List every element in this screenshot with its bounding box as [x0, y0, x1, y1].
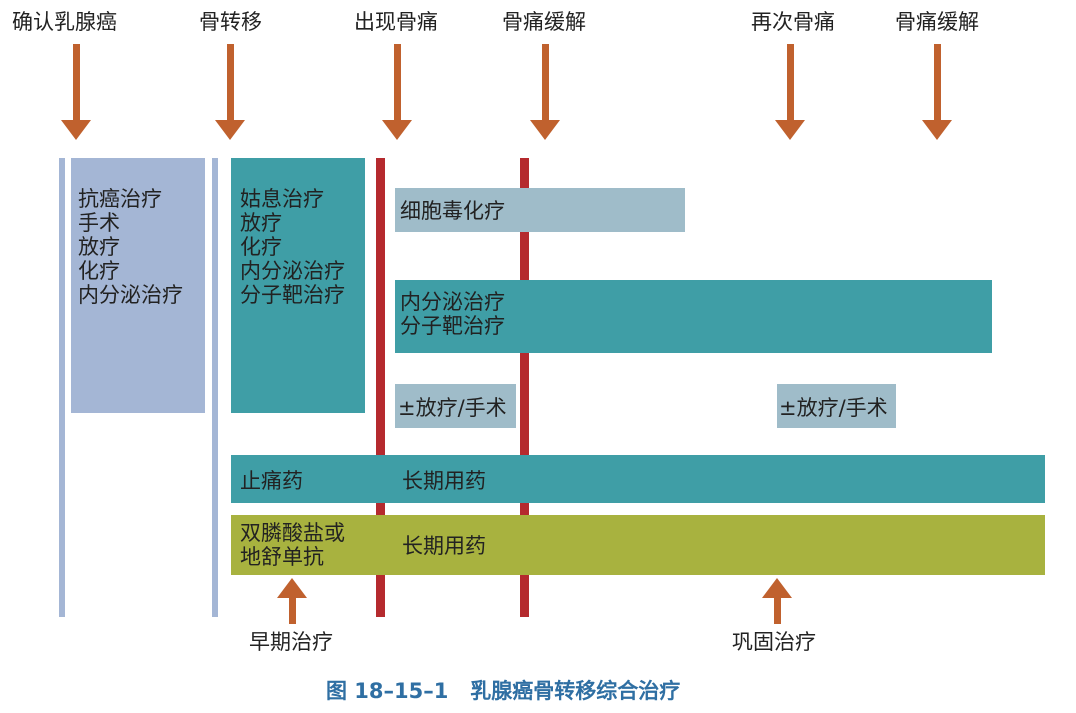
label-pain-onset: 出现骨痛	[354, 10, 438, 34]
timeline-bar-pain-onset	[376, 158, 385, 617]
consolidation-treatment-label: 巩固治疗	[732, 630, 816, 654]
endocrine-item: 内分泌治疗	[400, 290, 505, 314]
down-arrow-icon	[382, 44, 412, 140]
chemotherapy-bar	[395, 188, 685, 232]
palliative-treatment-box	[231, 158, 365, 413]
down-arrow-icon	[215, 44, 245, 140]
up-arrow-icon	[762, 578, 792, 624]
palliative-item: 分子靶治疗	[240, 283, 345, 307]
endocrine-targeted-bar	[395, 280, 992, 353]
anticancer-item: 放疗	[78, 235, 120, 259]
bisphosphonate-item: 地舒单抗	[240, 545, 324, 569]
timeline-bar-diagnosis	[59, 158, 65, 617]
endocrine-targeted-list: 内分泌治疗 分子靶治疗	[400, 290, 505, 338]
anticancer-treatment-box	[71, 158, 205, 413]
down-arrow-icon	[61, 44, 91, 140]
anticancer-item: 抗癌治疗	[78, 187, 162, 211]
label-pain-recur: 再次骨痛	[751, 10, 835, 34]
label-pain-relief-1: 骨痛缓解	[502, 10, 586, 34]
bisphosphonate-item: 双膦酸盐或	[240, 521, 345, 545]
bisphosphonate-long-term-label: 长期用药	[402, 534, 486, 558]
label-bone-metastasis: 骨转移	[199, 10, 262, 34]
timeline-bar-pain-relief	[520, 158, 529, 617]
endocrine-item: 分子靶治疗	[400, 314, 505, 338]
anticancer-item: 手术	[78, 211, 120, 235]
analgesic-bar	[231, 455, 1045, 503]
down-arrow-icon	[922, 44, 952, 140]
radiotherapy-surgery-label-1: ±放疗/手术	[398, 396, 507, 420]
analgesic-label: 止痛药	[240, 469, 303, 493]
palliative-treatment-list: 姑息治疗 放疗 化疗 内分泌治疗 分子靶治疗	[240, 187, 345, 307]
palliative-item: 放疗	[240, 211, 282, 235]
label-confirm-cancer: 确认乳腺癌	[12, 10, 117, 34]
figure-caption: 图 18–15–1 乳腺癌骨转移综合治疗	[326, 679, 681, 703]
palliative-item: 化疗	[240, 235, 282, 259]
down-arrow-icon	[775, 44, 805, 140]
palliative-item: 姑息治疗	[240, 187, 324, 211]
bisphosphonate-bar	[231, 515, 1045, 575]
analgesic-long-term-label: 长期用药	[402, 469, 486, 493]
anticancer-treatment-list: 抗癌治疗 手术 放疗 化疗 内分泌治疗	[78, 187, 183, 307]
anticancer-item: 化疗	[78, 259, 120, 283]
chemotherapy-label: 细胞毒化疗	[400, 199, 505, 223]
radiotherapy-surgery-label-2: ±放疗/手术	[779, 396, 888, 420]
down-arrow-icon	[530, 44, 560, 140]
early-treatment-label: 早期治疗	[249, 630, 333, 654]
bisphosphonate-list: 双膦酸盐或 地舒单抗	[240, 521, 345, 569]
label-pain-relief-2: 骨痛缓解	[895, 10, 979, 34]
radiotherapy-surgery-box-2	[777, 384, 896, 428]
timeline-bar-metastasis	[212, 158, 218, 617]
up-arrow-icon	[277, 578, 307, 624]
radiotherapy-surgery-box-1	[395, 384, 516, 428]
anticancer-item: 内分泌治疗	[78, 283, 183, 307]
palliative-item: 内分泌治疗	[240, 259, 345, 283]
